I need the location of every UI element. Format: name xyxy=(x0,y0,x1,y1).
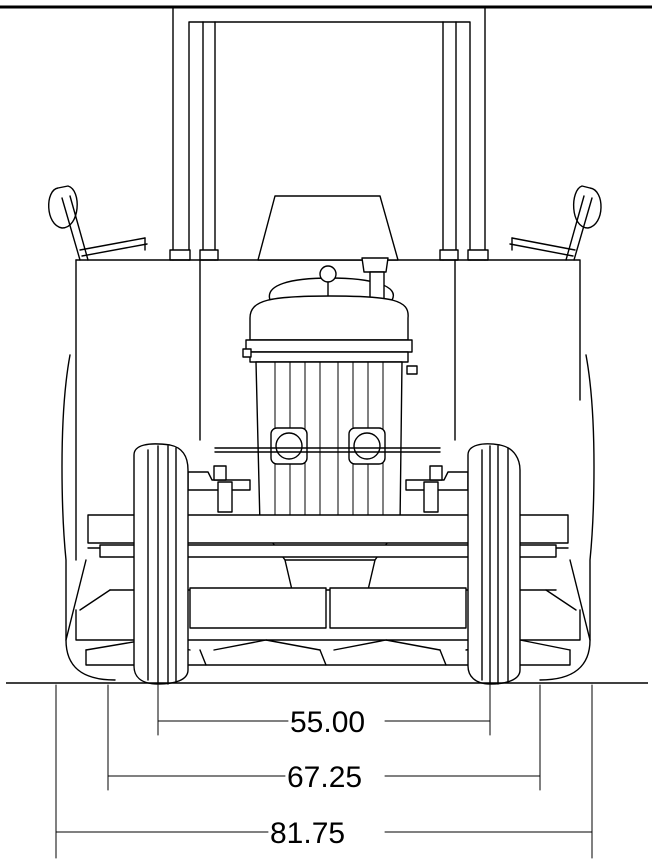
dimension-extension-lines xyxy=(55,684,593,859)
left-front-wheel xyxy=(133,443,189,685)
seat-back xyxy=(257,195,399,261)
tractor-body xyxy=(61,259,595,681)
front-axle xyxy=(187,447,469,513)
left-mirror xyxy=(48,185,148,261)
dimension-8175: 81.75 xyxy=(55,817,593,850)
dimension-label-55: 55.00 xyxy=(290,706,365,739)
right-mirror xyxy=(509,185,602,261)
dimension-label-6725: 67.25 xyxy=(287,761,362,794)
dimension-55: 55.00 xyxy=(157,706,491,739)
dimension-6725: 67.25 xyxy=(107,761,541,794)
dimension-label-8175: 81.75 xyxy=(270,817,345,850)
right-front-wheel xyxy=(467,443,521,685)
